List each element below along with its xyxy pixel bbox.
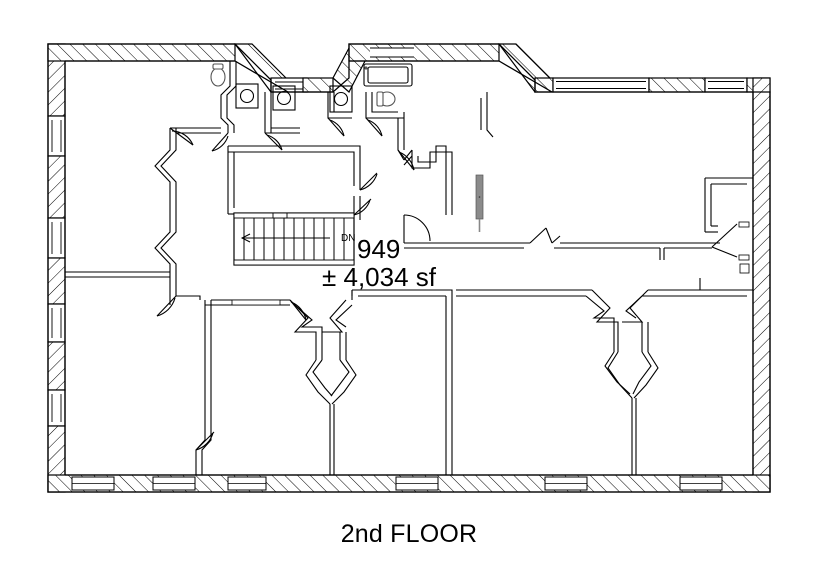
exterior-wall-top-left xyxy=(47,43,366,93)
wall-lower-left-room xyxy=(195,299,290,475)
door-center-bath-a xyxy=(264,132,283,151)
wall-left-lower xyxy=(65,271,201,305)
door-lower-center-left xyxy=(289,299,307,321)
door-hall-lower-left xyxy=(156,295,177,317)
unit-area-label: ± 4,034 sf xyxy=(322,262,437,292)
wall-right-closet xyxy=(704,177,753,274)
wall-stair-enclosure xyxy=(227,145,361,220)
stair-direction-arrow xyxy=(240,233,330,243)
door-hall-to-right-wing xyxy=(397,149,415,171)
exterior-wall-right xyxy=(752,77,771,493)
door-center-bath-b xyxy=(327,117,345,137)
door-swings xyxy=(156,117,738,451)
plan-annotations: DN 949 ± 4,034 sf xyxy=(322,233,437,292)
wall-right-wing-partition xyxy=(404,227,720,260)
door-upper-left-a xyxy=(169,127,194,146)
exterior-wall-left xyxy=(47,43,66,493)
exterior-wall-bottom xyxy=(47,474,771,493)
stair-dn-label: DN xyxy=(341,233,355,244)
wall-bottom-center-divider xyxy=(351,289,453,475)
door-lower-left-room xyxy=(195,431,215,451)
wall-right-wing-upper xyxy=(403,92,494,232)
door-upper-left-b xyxy=(211,132,229,152)
interior-walls xyxy=(65,61,753,475)
sheet-title: 2nd FLOOR xyxy=(340,520,478,548)
door-right-wing-mid xyxy=(545,227,553,244)
exterior-wall-top-bay xyxy=(348,43,553,93)
unit-number-label: 949 xyxy=(357,234,400,264)
door-stair-bottom xyxy=(353,198,372,216)
wall-bottom-right-rooms xyxy=(456,278,753,475)
door-right-wing-upper xyxy=(403,214,431,243)
door-stair-landing xyxy=(359,172,378,191)
wall-lower-center-closet-left xyxy=(289,290,357,475)
exterior-wall-top-right xyxy=(534,77,771,93)
door-center-bath-c xyxy=(365,117,383,137)
door-right-closet-upper xyxy=(711,223,738,258)
exterior-walls xyxy=(47,43,771,493)
wall-center-baths xyxy=(264,63,413,161)
wall-upper-left-cluster xyxy=(154,61,259,296)
stair-run xyxy=(233,212,355,266)
